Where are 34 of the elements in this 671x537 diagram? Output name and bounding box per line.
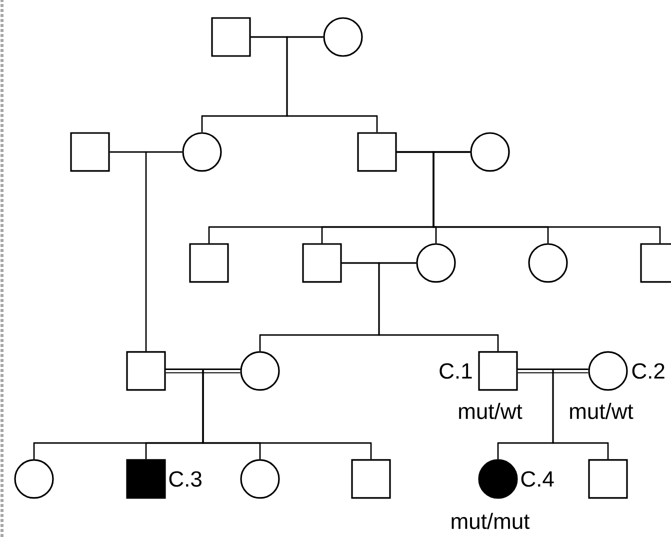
individual-label: C.3: [169, 471, 202, 487]
male-square: [351, 459, 391, 499]
male-square: [126, 351, 166, 391]
descent-line: [202, 368, 372, 460]
individual-label: C.2: [632, 363, 664, 379]
male-square: [211, 17, 251, 57]
marriage-line: [166, 368, 240, 374]
female-circle: [14, 459, 54, 499]
female-circle: [240, 351, 280, 391]
male-square: [70, 132, 110, 172]
descent-line: [286, 36, 378, 132]
male-square: [588, 459, 628, 499]
descent-line: [145, 151, 182, 352]
female-circle: [323, 17, 363, 57]
individual-label: C.4: [521, 471, 554, 487]
male-square: [478, 351, 518, 391]
female-circle: [416, 243, 456, 283]
female-circle: [528, 243, 568, 283]
female-circle: [588, 351, 628, 391]
descent-line: [552, 368, 609, 460]
descent-line: [378, 262, 499, 352]
male-square: [189, 243, 229, 283]
female-circle: [470, 132, 510, 172]
individual-label: mut/wt: [570, 402, 634, 420]
male-square: [357, 132, 397, 172]
affected-female-circle: [478, 459, 518, 499]
individual-label: mut/mut: [452, 512, 530, 530]
individual-label: mut/wt: [459, 402, 522, 420]
male-square: [302, 243, 342, 283]
individual-label: C.1: [440, 363, 472, 379]
affected-male-square: [126, 459, 166, 499]
female-circle: [182, 132, 222, 172]
marriage-line: [518, 368, 588, 374]
female-circle: [240, 459, 280, 499]
